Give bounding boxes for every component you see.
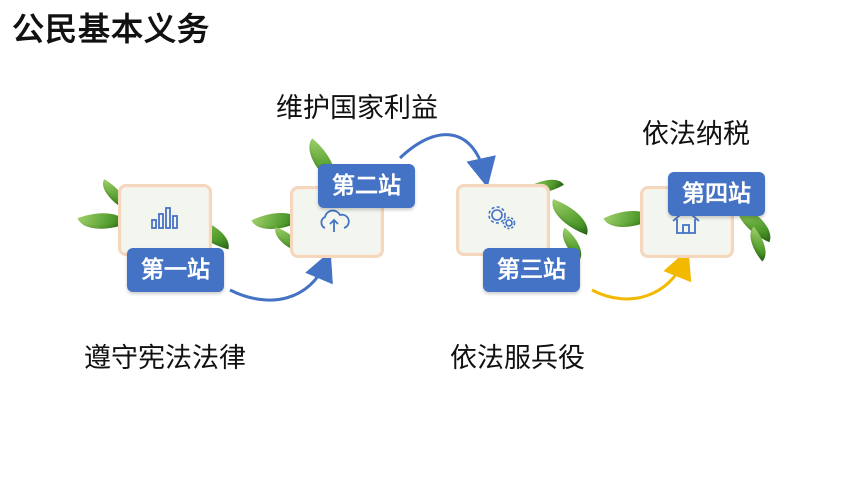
caption-station-1: 遵守宪法法律 — [84, 343, 246, 374]
bar-chart-icon — [151, 207, 178, 229]
station-4-badge: 第四站 — [668, 172, 765, 216]
arrow-3-to-4 — [591, 248, 692, 301]
gear-icon — [488, 206, 516, 230]
caption-station-2: 维护国家利益 — [276, 93, 438, 124]
cloud-upload-icon — [320, 209, 350, 232]
caption-station-3: 依法服兵役 — [450, 343, 585, 374]
page-title: 公民基本义务 — [12, 10, 211, 48]
station-3-badge: 第三站 — [483, 248, 580, 292]
arrow-2-to-3 — [398, 133, 496, 188]
caption-station-4: 依法纳税 — [642, 119, 750, 150]
station-2-badge: 第二站 — [318, 164, 415, 208]
arrow-1-to-2 — [229, 250, 333, 302]
station-1-badge: 第一站 — [127, 248, 224, 292]
